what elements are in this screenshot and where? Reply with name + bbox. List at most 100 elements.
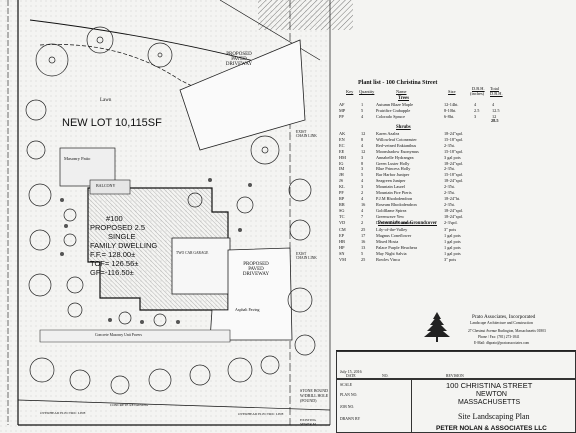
shrubs-name: Willowleaf Cotoneaster	[376, 136, 417, 142]
shrubs-key: RR	[339, 201, 345, 207]
masonry-patio-label: Masonry Patio	[64, 156, 91, 161]
perennials-name: Lily-of-the-Valley	[376, 227, 408, 232]
header-name: Name	[396, 89, 407, 94]
chain-link-line2: CHAIN LINK	[296, 134, 317, 138]
dwelling-line2: PROPOSED 2.5	[90, 223, 146, 232]
shrubs-size: 15-18"spd.	[444, 172, 463, 178]
header-dbh: D.B.H.	[472, 86, 485, 91]
shrubs-key: TC	[339, 213, 345, 219]
header-total: Total	[490, 86, 499, 91]
trees-name: Colorado Spruce	[376, 113, 405, 119]
shrubs-size: 2-3'ht.	[444, 142, 455, 148]
shrubs-name: P.J.M Rhododendron	[376, 195, 413, 201]
shrubs-size: 18-24"ht.	[444, 195, 461, 201]
shrubs-heading: Shrubs	[396, 125, 411, 130]
perennials-key: HP	[339, 244, 345, 250]
perennials-name: Palace Purple Heuchera	[376, 244, 418, 250]
perennials-key: SN	[339, 250, 345, 256]
lot-label: NEW LOT 10,115SF	[62, 117, 162, 129]
shrubs-key: PF	[339, 190, 344, 195]
perennials-qty: 5	[361, 250, 364, 256]
perennials-qty: 16	[361, 238, 366, 244]
perennials-qty: 25	[361, 227, 366, 232]
shrubs-qty: 16	[361, 201, 366, 207]
existing-line1: EXISTING	[300, 418, 317, 422]
title-block: July 15, 2016 DATE NO. REVISION SCALE PL…	[336, 350, 576, 433]
tree-symbols	[25, 26, 316, 395]
trees-size: 8-10ht.	[444, 107, 457, 113]
perennials-size: 3" pots	[444, 227, 457, 232]
shrubs-name: Seagreen Juniper	[376, 178, 406, 184]
shrubs-size: 2-3'spd.	[444, 219, 458, 225]
revision-label: REVISION	[446, 374, 464, 378]
shrub-dots	[60, 178, 252, 324]
chain-link2-line1: EXIST	[296, 252, 307, 256]
shrubs-size: 15-18"spd.	[444, 136, 463, 142]
balcony	[89, 179, 131, 195]
perennials-qty: 25	[361, 256, 366, 262]
driveway-bottom-line2: PAVED	[248, 267, 264, 272]
address-line2: NEWTON	[476, 391, 507, 398]
stone-bound-label: STONE BOUND W/DRILL HOLE (FOUND)	[300, 388, 328, 403]
shrubs-size: 2-3'ht.	[444, 201, 455, 207]
trees-dbh: 4	[474, 102, 477, 107]
shrubs-name: Moonshadow Euonymus	[376, 148, 419, 154]
shrubs-name: Goldflame Spirea	[376, 207, 407, 213]
perennials-key: EP	[339, 232, 345, 238]
perennials-size: 1 gal pots	[444, 238, 461, 244]
shrubs-qty: 8	[361, 136, 364, 142]
dwelling-line3: SINGLE	[108, 232, 136, 241]
chain-link-line1: EXIST	[296, 130, 307, 134]
firm-name: Prato Associates, Incorporated	[472, 314, 536, 320]
shrubs-qty: 12	[361, 148, 366, 154]
trees-total: 4	[492, 102, 495, 107]
dwelling-number: #100	[106, 214, 123, 223]
job-no-label: JOB NO.	[340, 405, 355, 409]
shrubs-name: Karen Azalea	[376, 131, 400, 136]
shrubs-qty: 12	[361, 131, 366, 136]
perennials-name: Mixed Hosta	[376, 238, 399, 244]
masonry-patio	[59, 147, 116, 187]
date-value: July 15, 2016	[340, 369, 362, 374]
perennials-key: VM	[339, 256, 346, 262]
trees-total: 12.5	[492, 107, 500, 113]
asphalt-label: Asphalt Paving	[235, 307, 260, 312]
trees-qty: 1	[361, 102, 364, 107]
dwelling-label: #100 PROPOSED 2.5 SINGLE FAMILY DWELLING…	[90, 214, 157, 277]
shrubs-key: RP	[339, 195, 345, 201]
driveway-bottom-line1: PROPOSED	[243, 262, 269, 267]
firm-line3: Phone / Fax: (781) 273-1841	[478, 335, 520, 339]
perennials-size: 3" pots	[444, 256, 457, 262]
header-key: Key	[346, 89, 354, 94]
shrubs-key: KL	[339, 184, 345, 190]
address-line1: 100 CHRISTINA STREET	[446, 381, 533, 390]
shrubs-size: 3 gal pots	[444, 154, 461, 160]
perennials-qty: 17	[361, 232, 366, 238]
perennials-name: Bowles Vinca	[376, 256, 400, 262]
shrubs-qty: 7	[361, 213, 364, 219]
trees-total: 12	[492, 113, 497, 119]
dwelling-tof: TOF= 126.56±	[90, 259, 139, 268]
shrubs-qty: 4	[361, 207, 364, 213]
header-size: Size	[448, 89, 456, 94]
perennials-row: VM 25 Bowles Vinca 3" pots	[336, 257, 576, 262]
shrubs-name: Red-veined Enkianthus	[376, 142, 417, 148]
stone-bound-line2: W/DRILL HOLE	[300, 393, 329, 398]
shrubs-key: AK	[339, 131, 346, 136]
shrubs-key: JS	[339, 178, 344, 184]
dwelling-ff: F.F.= 128.00±	[90, 250, 136, 259]
shrubs-qty: 5	[361, 172, 364, 178]
firm-line4: E-Mail: dhprato@pratoassociates.com	[474, 341, 530, 345]
shrubs-qty: 2	[361, 219, 364, 225]
trees-name: Autumn Blaze Maple	[376, 102, 413, 107]
firm-line2: 27 Chestnut Avenue Burlington, Massachus…	[468, 329, 546, 333]
